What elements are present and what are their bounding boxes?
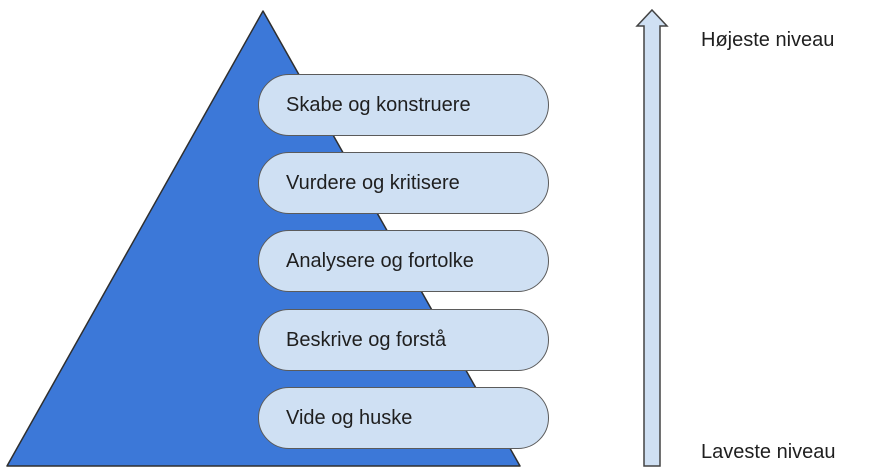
level-5-pill: Skabe og konstruere	[258, 74, 549, 136]
level-label: Skabe og konstruere	[286, 93, 471, 116]
highest-level-label: Højeste niveau	[701, 29, 835, 51]
level-2-pill: Beskrive og forstå	[258, 309, 549, 371]
level-4-pill: Vurdere og kritisere	[258, 152, 549, 214]
level-1-pill: Vide og huske	[258, 387, 549, 449]
level-3-pill: Analysere og fortolke	[258, 230, 549, 292]
level-label: Vurdere og kritisere	[286, 171, 460, 194]
level-label: Beskrive og forstå	[286, 328, 447, 351]
lowest-level-label: Laveste niveau	[701, 441, 836, 463]
level-label: Analysere og fortolke	[286, 249, 474, 272]
level-label: Vide og huske	[286, 406, 413, 429]
up-arrow-icon	[635, 8, 669, 467]
